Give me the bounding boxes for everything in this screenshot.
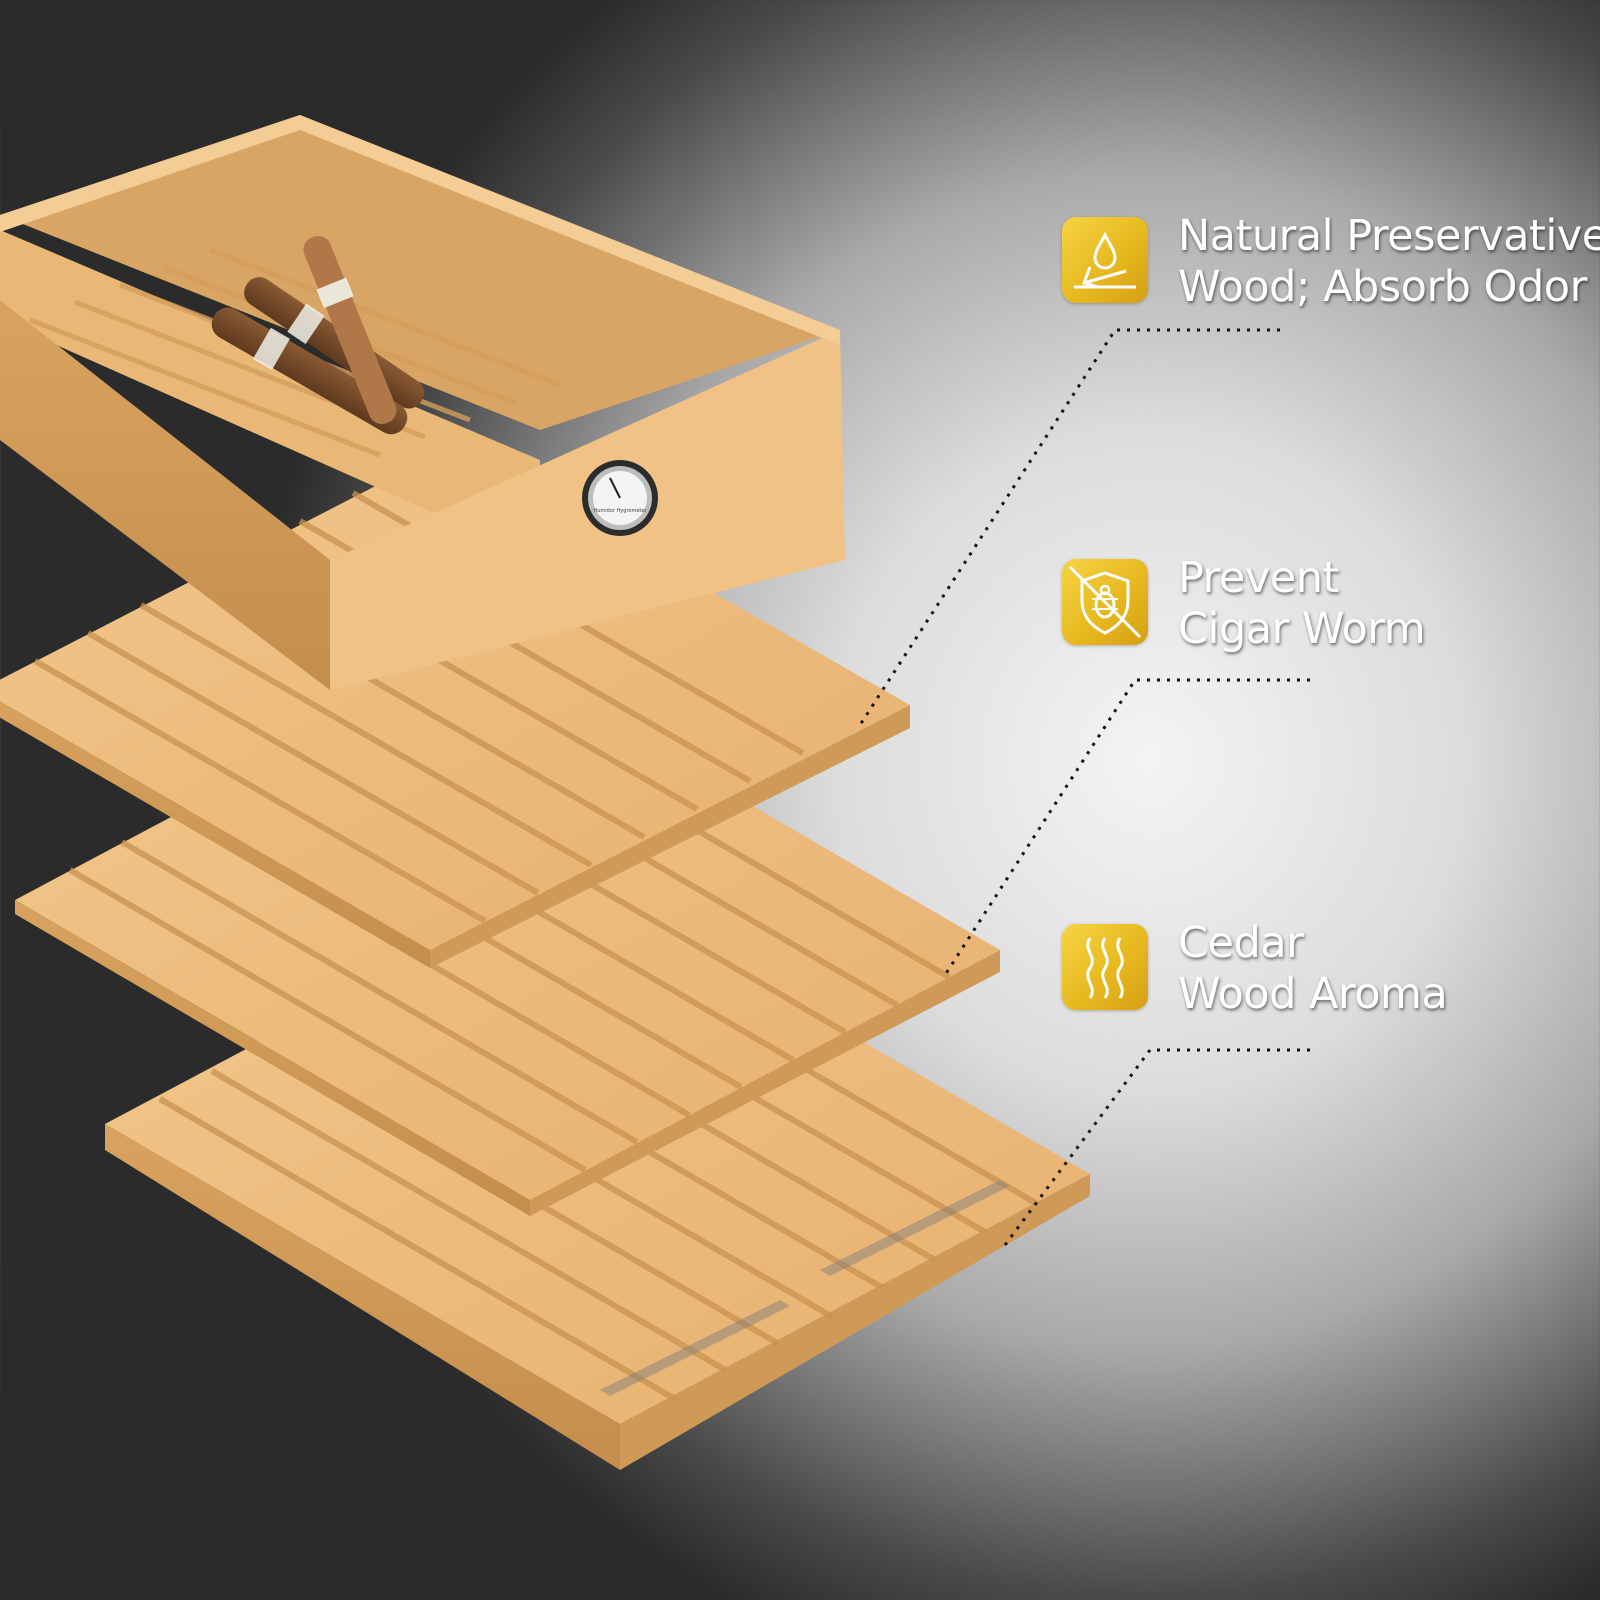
feature-cedar-wood-aroma: Cedar Wood Aroma bbox=[1062, 918, 1592, 1024]
cedar-drawer: Humidor Hygrometer bbox=[0, 115, 845, 690]
hygrometer-gauge: Humidor Hygrometer bbox=[582, 460, 658, 536]
cigars bbox=[211, 235, 425, 435]
feature-natural-preservative: Natural Preservative Wood; Absorb Odor bbox=[1062, 211, 1600, 317]
hygrometer-label: Humidor Hygrometer bbox=[593, 508, 647, 514]
feature-2-line-1: Prevent bbox=[1178, 553, 1339, 603]
feature-3-line-2: Wood Aroma bbox=[1178, 969, 1448, 1019]
feature-2-line-2: Cigar Worm bbox=[1178, 604, 1426, 654]
callout-connectors bbox=[858, 328, 1310, 1246]
feature-1-line-1: Natural Preservative bbox=[1178, 211, 1600, 261]
shield-bug-icon bbox=[1062, 559, 1148, 645]
feature-prevent-cigar-worm: Prevent Cigar Worm bbox=[1062, 553, 1592, 659]
feature-1-line-2: Wood; Absorb Odor bbox=[1178, 262, 1587, 312]
water-drop-icon bbox=[1062, 217, 1148, 303]
feature-3-line-1: Cedar bbox=[1178, 918, 1304, 968]
aroma-waves-icon bbox=[1062, 924, 1148, 1010]
